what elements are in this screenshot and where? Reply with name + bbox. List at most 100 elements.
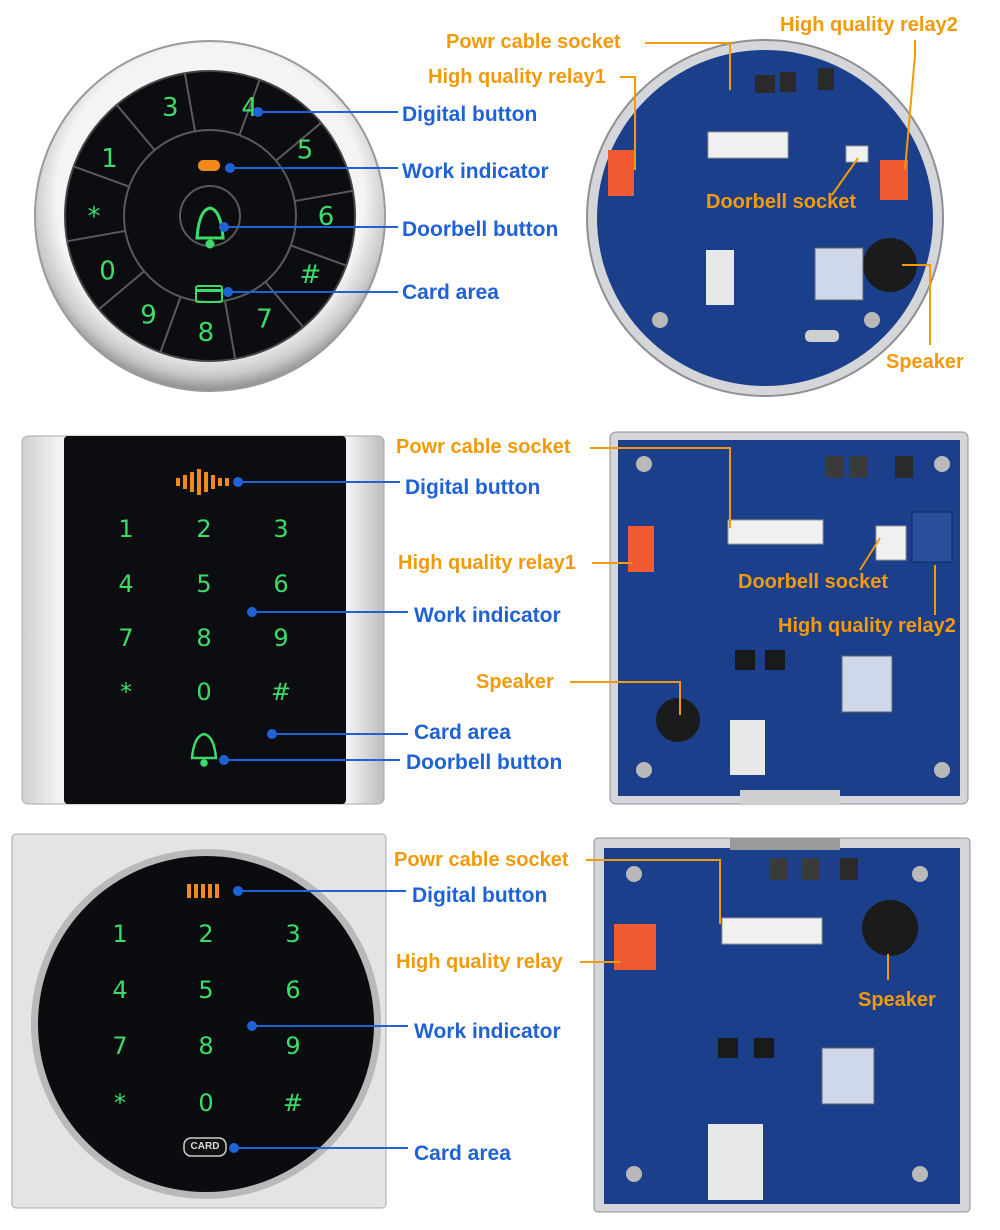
rect-pcb-board (609, 431, 969, 805)
key-7: 8 (198, 1032, 213, 1060)
key-9: * (114, 1089, 126, 1117)
power-connector (721, 917, 823, 945)
key-3: 4 (118, 570, 133, 598)
chip (841, 655, 893, 713)
p1-label-doorbell-socket: Doorbell socket (706, 191, 857, 213)
panel1-right-callouts (620, 40, 931, 345)
ring-divider (116, 104, 156, 151)
p3-label-work-indicator: Work indicator (414, 1020, 561, 1043)
key-2: 5 (297, 135, 314, 165)
power-connector (707, 131, 789, 159)
key-8: 9 (285, 1032, 300, 1060)
speaker-component (656, 698, 700, 742)
rect-keypad-device (21, 435, 385, 805)
ring-divider (183, 73, 197, 132)
p2-label-doorbell-button: Doorbell button (406, 751, 563, 774)
ring-divider (264, 281, 304, 328)
key-6: 8 (198, 318, 215, 348)
key-6: 7 (112, 1032, 127, 1060)
key-9: * (120, 678, 132, 706)
bar-indicator (187, 884, 219, 898)
panel2-right-callouts (570, 447, 936, 715)
key-11: # (271, 678, 291, 706)
p1-label-doorbell-button: Doorbell button (402, 218, 559, 241)
p1-label-speaker: Speaker (886, 351, 964, 373)
key-8: 0 (99, 256, 116, 286)
card-badge-label: CARD (190, 1141, 220, 1152)
ring-divider (98, 270, 145, 310)
relay-component (614, 924, 656, 970)
p2-label-work-indicator: Work indicator (414, 604, 561, 627)
round-pcb-board (586, 39, 944, 397)
key-0: 1 (112, 920, 127, 948)
ribbon (730, 720, 765, 775)
speaker-component (863, 238, 917, 292)
wave-indicator (176, 469, 229, 495)
p3-label-speaker: Speaker (858, 989, 936, 1011)
doorbell-connector (875, 525, 907, 561)
key-5: 6 (285, 976, 300, 1004)
p3-label-power-socket: Powr cable socket (394, 849, 569, 871)
round-keypad-device (34, 40, 386, 392)
p1-label-relay2: High quality relay2 (780, 14, 958, 36)
square-keypad-device (11, 833, 387, 1209)
key-8: 9 (273, 624, 288, 652)
doorbell-connector (845, 145, 869, 163)
relay2-component (911, 511, 953, 563)
key-1: 2 (196, 515, 211, 543)
key-10: 0 (198, 1089, 213, 1117)
ring-divider (294, 189, 353, 203)
panel2-left-callouts (224, 481, 408, 761)
key-2: 3 (285, 920, 300, 948)
key-1: 2 (198, 920, 213, 948)
power-connector (727, 519, 824, 545)
ring-divider (223, 300, 237, 359)
doorbell-icon (190, 732, 218, 767)
ring-divider (290, 244, 347, 267)
p1-label-digital-button: Digital button (402, 103, 538, 126)
relay1-component (628, 526, 654, 572)
panel3-right-callouts (580, 859, 889, 980)
ribbon (706, 250, 734, 305)
key-11: # (283, 1089, 303, 1117)
ring-divider (238, 79, 261, 136)
ring-divider (275, 122, 322, 162)
key-7: 8 (196, 624, 211, 652)
key-3: 6 (318, 202, 335, 232)
card-icon: CARD (195, 285, 223, 303)
relay2-component (880, 160, 908, 200)
p2-label-power-socket: Powr cable socket (396, 436, 571, 458)
key-9: * (88, 202, 101, 232)
ring-divider (159, 296, 182, 353)
ribbon (708, 1124, 763, 1200)
ring-divider (67, 229, 126, 243)
square-pcb-board (593, 837, 971, 1213)
relay1-component (608, 150, 634, 196)
p2-label-digital-button: Digital button (405, 476, 541, 499)
speaker-component (862, 900, 918, 956)
key-0: 3 (162, 93, 179, 123)
ring-divider (73, 165, 130, 188)
key-2: 3 (273, 515, 288, 543)
chip (821, 1047, 875, 1105)
p2-label-speaker: Speaker (476, 671, 554, 693)
p3-label-relay: High quality relay (396, 951, 563, 973)
work-indicator-led (198, 160, 220, 171)
key-6: 7 (118, 624, 133, 652)
chip (814, 247, 864, 301)
p2-label-relay2: High quality relay2 (778, 615, 956, 637)
p1-label-power-socket: Powr cable socket (446, 31, 621, 53)
card-badge (183, 1137, 227, 1157)
key-1: 4 (241, 93, 258, 123)
p3-label-digital-button: Digital button (412, 884, 548, 907)
key-5: 6 (273, 570, 288, 598)
card-icon-text: CARD (200, 294, 218, 300)
key-4: 5 (198, 976, 213, 1004)
